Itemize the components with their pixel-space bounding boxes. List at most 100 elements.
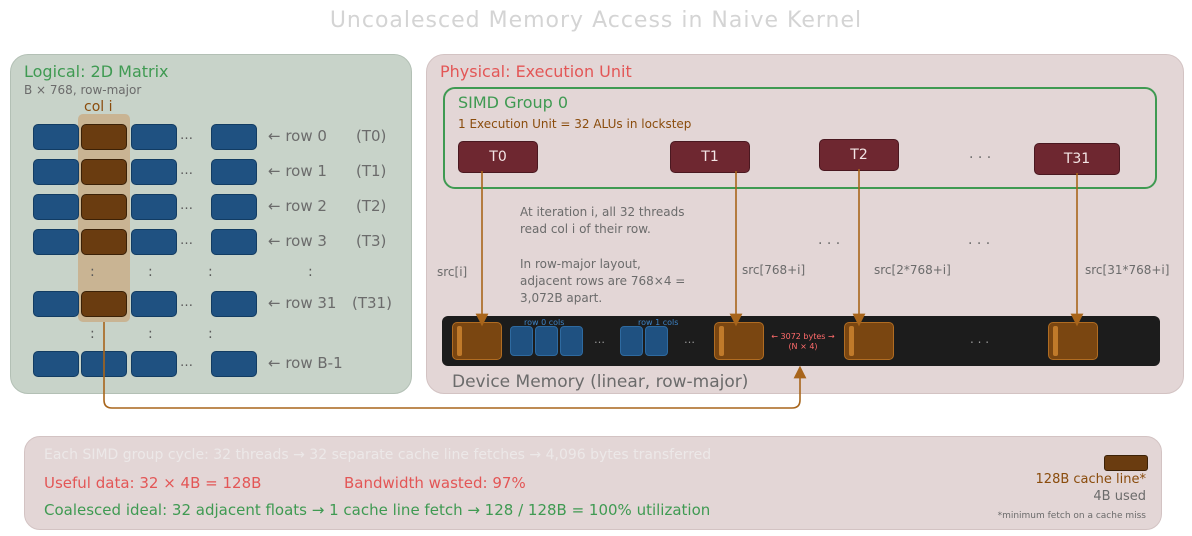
thread-t1: T1 (670, 141, 750, 173)
memory-ellipsis: … (684, 333, 695, 346)
row-label: ← row 2 (268, 197, 327, 215)
matrix-cell (211, 124, 257, 150)
matrix-cell (33, 351, 79, 377)
vertical-ellipsis: : (90, 264, 95, 280)
cache-line-t0 (452, 322, 502, 360)
matrix-cell (211, 194, 257, 220)
row-thread-label: (T1) (356, 162, 387, 180)
row-ellipsis: … (180, 163, 193, 178)
matrix-cell (131, 159, 177, 185)
memory-cell (645, 326, 668, 356)
row-ellipsis: … (180, 355, 193, 370)
matrix-cell (131, 194, 177, 220)
simd-group-box (443, 87, 1157, 189)
matrix-cell (81, 159, 127, 185)
src-label-2: src[2*768+i] (874, 263, 951, 277)
matrix-cell (33, 159, 79, 185)
physical-heading: Physical: Execution Unit (440, 62, 632, 81)
thread-t0: T0 (458, 141, 538, 173)
vertical-ellipsis: : (308, 264, 313, 280)
layout-note-line1: In row-major layout, (520, 257, 641, 271)
memory-ellipsis: … (594, 333, 605, 346)
matrix-cell (33, 291, 79, 317)
matrix-cell (211, 159, 257, 185)
layout-note-line2: adjacent rows are 768×4 = (520, 274, 686, 288)
middle-ellipsis: . . . (818, 232, 841, 248)
thread-t2: T2 (819, 139, 899, 171)
row-gap-formula: (N × 4) (788, 342, 818, 351)
simd-group-subtitle: 1 Execution Unit = 32 ALUs in lockstep (458, 117, 692, 131)
vertical-ellipsis: : (208, 264, 213, 280)
row-ellipsis: … (180, 198, 193, 213)
simd-group-title: SIMD Group 0 (458, 93, 569, 112)
iteration-note: At iteration i, all 32 threads read col … (520, 204, 685, 238)
row-label: ← row 31 (268, 294, 337, 312)
row-ellipsis: … (180, 295, 193, 310)
summary-panel (24, 436, 1162, 530)
src-label-31: src[31*768+i] (1085, 263, 1170, 277)
src-label-1: src[768+i] (742, 263, 806, 277)
memory-cell (535, 326, 558, 356)
matrix-cell (131, 351, 177, 377)
bandwidth-wasted: Bandwidth wasted: 97% (344, 474, 526, 492)
cycle-summary: Each SIMD group cycle: 32 threads → 32 s… (44, 447, 712, 463)
cache-line-legend-swatch (1104, 455, 1148, 471)
matrix-cell (211, 351, 257, 377)
row-label: ← row B-1 (268, 354, 343, 372)
device-memory-label: Device Memory (linear, row-major) (452, 372, 749, 392)
matrix-cell (81, 124, 127, 150)
row-label: ← row 0 (268, 127, 327, 145)
row0-cols-label: row 0 cols (524, 318, 565, 327)
matrix-cell (81, 229, 127, 255)
memory-dots: . . . (970, 332, 990, 346)
logical-heading: Logical: 2D Matrix (24, 62, 169, 81)
thread-t31: T31 (1034, 143, 1120, 175)
row-label: ← row 3 (268, 232, 327, 250)
row-gap-bytes: ← 3072 bytes → (771, 332, 835, 341)
layout-note: In row-major layout, adjacent rows are 7… (520, 256, 685, 307)
matrix-cell (131, 229, 177, 255)
vertical-ellipsis: : (90, 326, 95, 342)
layout-note-line3: 3,072B apart. (520, 291, 603, 305)
row-thread-label: (T3) (356, 232, 387, 250)
vertical-ellipsis: : (148, 326, 153, 342)
coalesced-ideal: Coalesced ideal: 32 adjacent floats → 1 … (44, 501, 711, 519)
matrix-cell (33, 194, 79, 220)
row-thread-label: (T2) (356, 197, 387, 215)
matrix-cell (211, 291, 257, 317)
vertical-ellipsis: : (208, 326, 213, 342)
vertical-ellipsis: : (148, 264, 153, 280)
row-label: ← row 1 (268, 162, 327, 180)
mapping-arrow (103, 322, 807, 409)
row-gap-annotation: ← 3072 bytes → (N × 4) (766, 332, 840, 352)
matrix-cell (131, 291, 177, 317)
device-memory-strip: row 0 cols … row 1 cols … ← 3072 bytes →… (442, 316, 1160, 366)
thread-ellipsis: . . . (969, 146, 992, 162)
src-label-0: src[i] (437, 265, 468, 279)
right-ellipsis: . . . (968, 232, 991, 248)
matrix-cell (211, 229, 257, 255)
cache-line-t2 (844, 322, 894, 360)
iteration-note-line1: At iteration i, all 32 threads (520, 205, 685, 219)
matrix-cell (81, 291, 127, 317)
row1-cols-label: row 1 cols (638, 318, 679, 327)
memory-cell (560, 326, 583, 356)
matrix-cell (81, 194, 127, 220)
col-i-label: col i (84, 99, 113, 115)
matrix-dims: B × 768, row-major (24, 83, 142, 97)
row-ellipsis: … (180, 233, 193, 248)
page-title: Uncoalesced Memory Access in Naive Kerne… (329, 8, 863, 33)
iteration-note-line2: read col i of their row. (520, 222, 651, 236)
bytes-used-legend: 4B used (1093, 489, 1146, 504)
matrix-cell (131, 124, 177, 150)
memory-cell (510, 326, 533, 356)
useful-data: Useful data: 32 × 4B = 128B (44, 474, 262, 492)
memory-cell (620, 326, 643, 356)
row-thread-label: (T0) (356, 127, 387, 145)
cache-line-legend-label: 128B cache line* (1035, 472, 1146, 487)
matrix-cell (33, 124, 79, 150)
cache-miss-footnote: *minimum fetch on a cache miss (997, 511, 1146, 521)
matrix-cell (33, 229, 79, 255)
logical-matrix-panel (10, 54, 412, 394)
